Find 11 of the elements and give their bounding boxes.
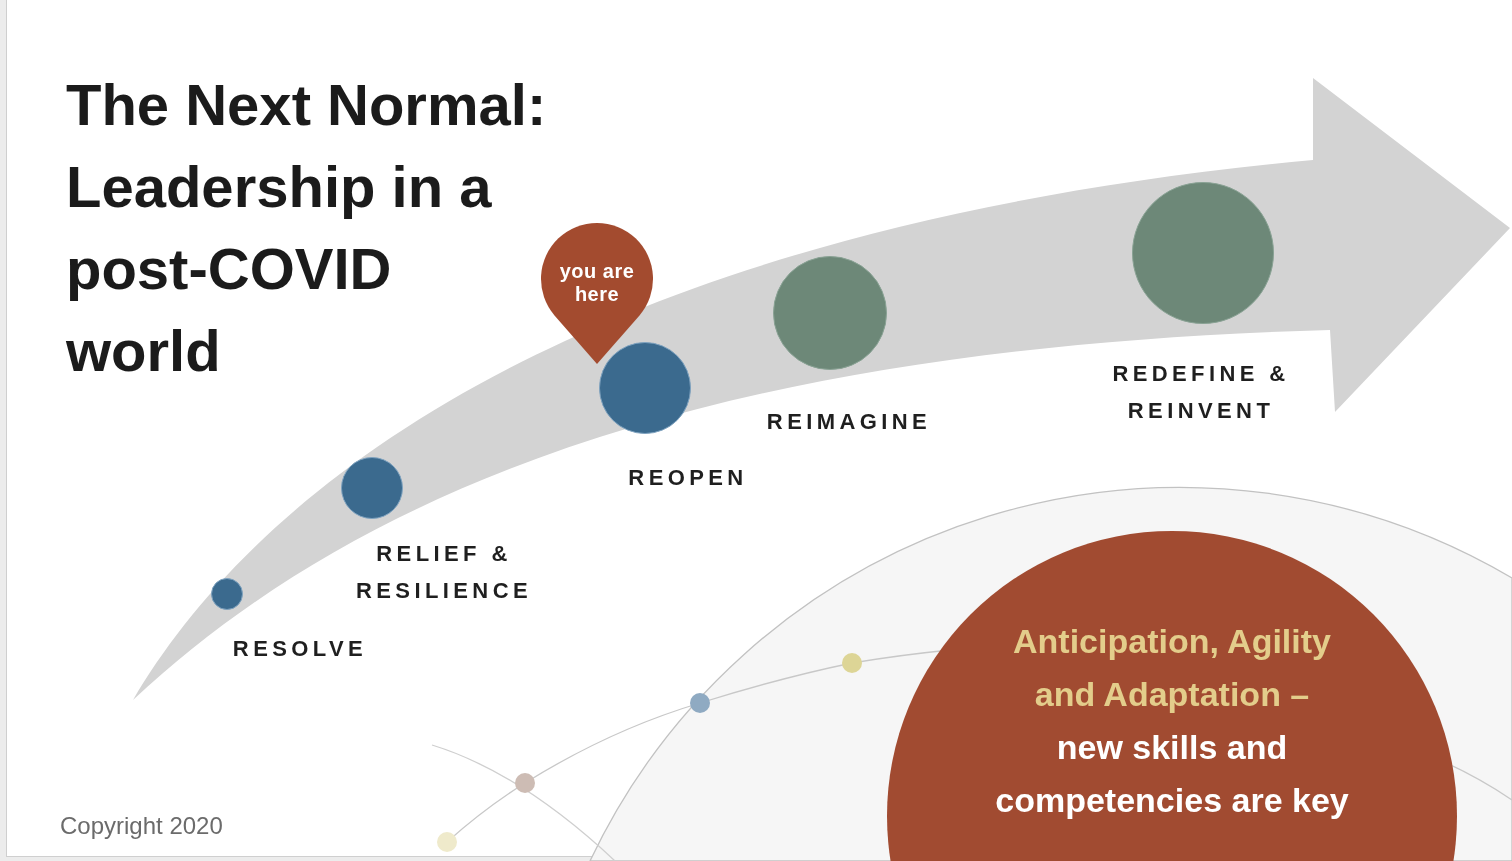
- stage-label: REOPEN: [627, 463, 749, 492]
- copyright-notice: Copyright 2020: [60, 812, 223, 841]
- highlight-heading: Anticipation, Agility and Adaptation –: [1012, 621, 1332, 715]
- stage-label: REDEFINE & REINVENT: [1111, 359, 1291, 425]
- title: The Next Normal: Leadership in a post-COVID world: [66, 71, 548, 385]
- stage-label: RESOLVE: [231, 634, 369, 663]
- stage-label: REIMAGINE: [765, 407, 933, 436]
- highlight-text: new skills and competencies are key: [994, 727, 1350, 821]
- location-pin: [540, 222, 654, 365]
- pin-label: you are here: [558, 260, 636, 306]
- stage-label: RELIEF & RESILIENCE: [355, 539, 533, 605]
